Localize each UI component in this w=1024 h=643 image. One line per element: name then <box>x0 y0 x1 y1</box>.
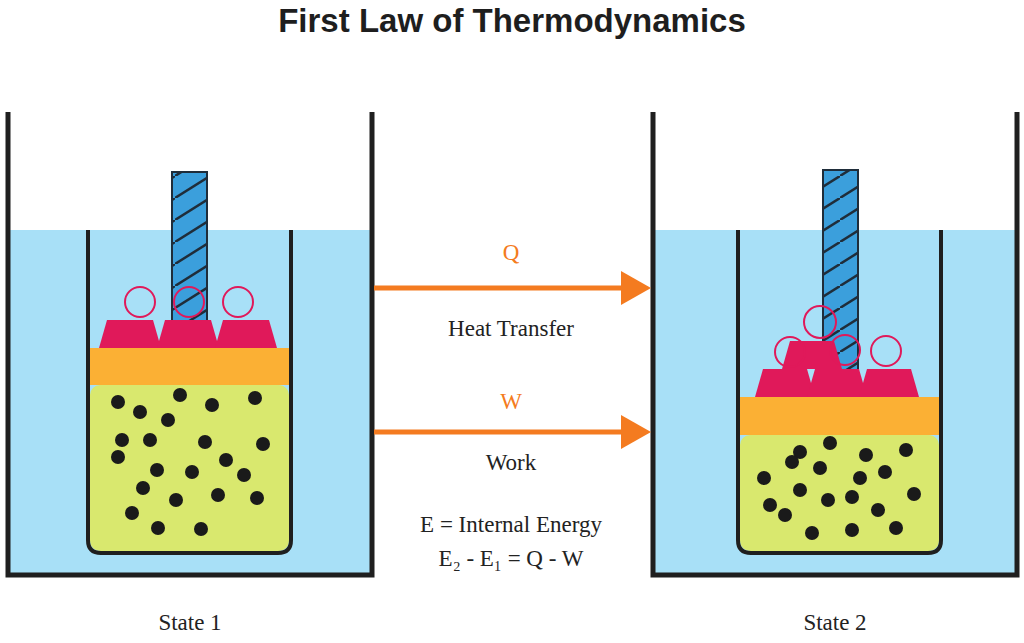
arrow-symbol: W <box>500 389 522 415</box>
state-container: State 2 <box>653 110 1017 640</box>
process-arrow <box>374 271 651 305</box>
arrow-symbol: Q <box>503 240 520 266</box>
state-label: State 2 <box>653 610 1017 636</box>
title: First Law of Thermodynamics <box>0 2 1024 40</box>
annotation-text: Work <box>486 450 537 476</box>
annotation-text: E = Internal Energy <box>420 512 602 538</box>
annotation-text: E₂ - E₁ = Q - W <box>439 546 584 572</box>
state-container: State 1 <box>8 110 372 640</box>
state-1-apparatus <box>8 112 372 575</box>
process-arrow <box>374 415 651 449</box>
state-label: State 1 <box>8 610 372 636</box>
annotation-text: Heat Transfer <box>448 316 574 342</box>
state-2-apparatus <box>653 112 1017 575</box>
